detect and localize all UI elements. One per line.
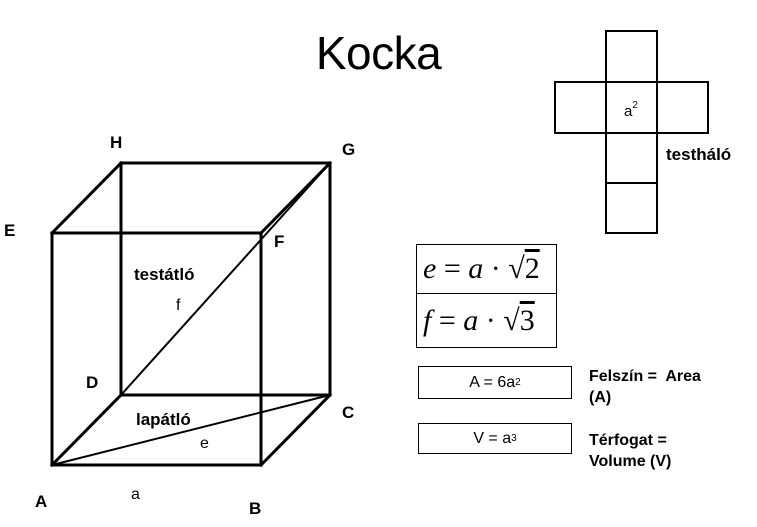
edge-BC bbox=[258, 392, 333, 468]
vertex-label-g: G bbox=[342, 140, 356, 159]
net-face-right bbox=[656, 81, 709, 134]
net-face-area-label: a2 bbox=[624, 100, 638, 120]
vertex-label-b: B bbox=[249, 499, 262, 518]
volume-description: Térfogat = Volume (V) bbox=[589, 432, 672, 470]
vertex-label-c: C bbox=[342, 403, 355, 422]
vertex-label-f: F bbox=[274, 232, 285, 251]
space-diagonal-label: testátló bbox=[134, 265, 195, 284]
space-diagonal-line bbox=[120, 162, 331, 396]
edge-EH bbox=[49, 160, 124, 236]
vertex-label-e: E bbox=[4, 221, 16, 240]
edge-AD bbox=[49, 392, 124, 468]
net-face-lower bbox=[605, 132, 658, 184]
net-face-bottom bbox=[605, 182, 658, 234]
face-diagonal-line bbox=[51, 394, 331, 466]
vertex-label-h: H bbox=[110, 133, 123, 152]
page-title: Kocka bbox=[315, 27, 442, 79]
formula-box bbox=[416, 244, 557, 348]
net-label: testháló bbox=[666, 145, 732, 164]
vertex-label-d: D bbox=[86, 373, 99, 392]
net-face-top bbox=[605, 30, 658, 83]
vertex-label-a: A bbox=[35, 492, 48, 511]
face-diagonal-label: lapátló bbox=[136, 410, 191, 429]
space-diagonal-formula: f = a · √3 bbox=[423, 304, 535, 337]
area-description: Felszín = Area (A) bbox=[589, 368, 701, 406]
face-diagonal-var: e bbox=[200, 435, 209, 452]
space-diagonal-var: f bbox=[176, 297, 181, 314]
net-face-left bbox=[554, 81, 607, 134]
face-diagonal-formula: e = a · √2 bbox=[423, 252, 540, 285]
edge-length-label: a bbox=[131, 486, 140, 503]
